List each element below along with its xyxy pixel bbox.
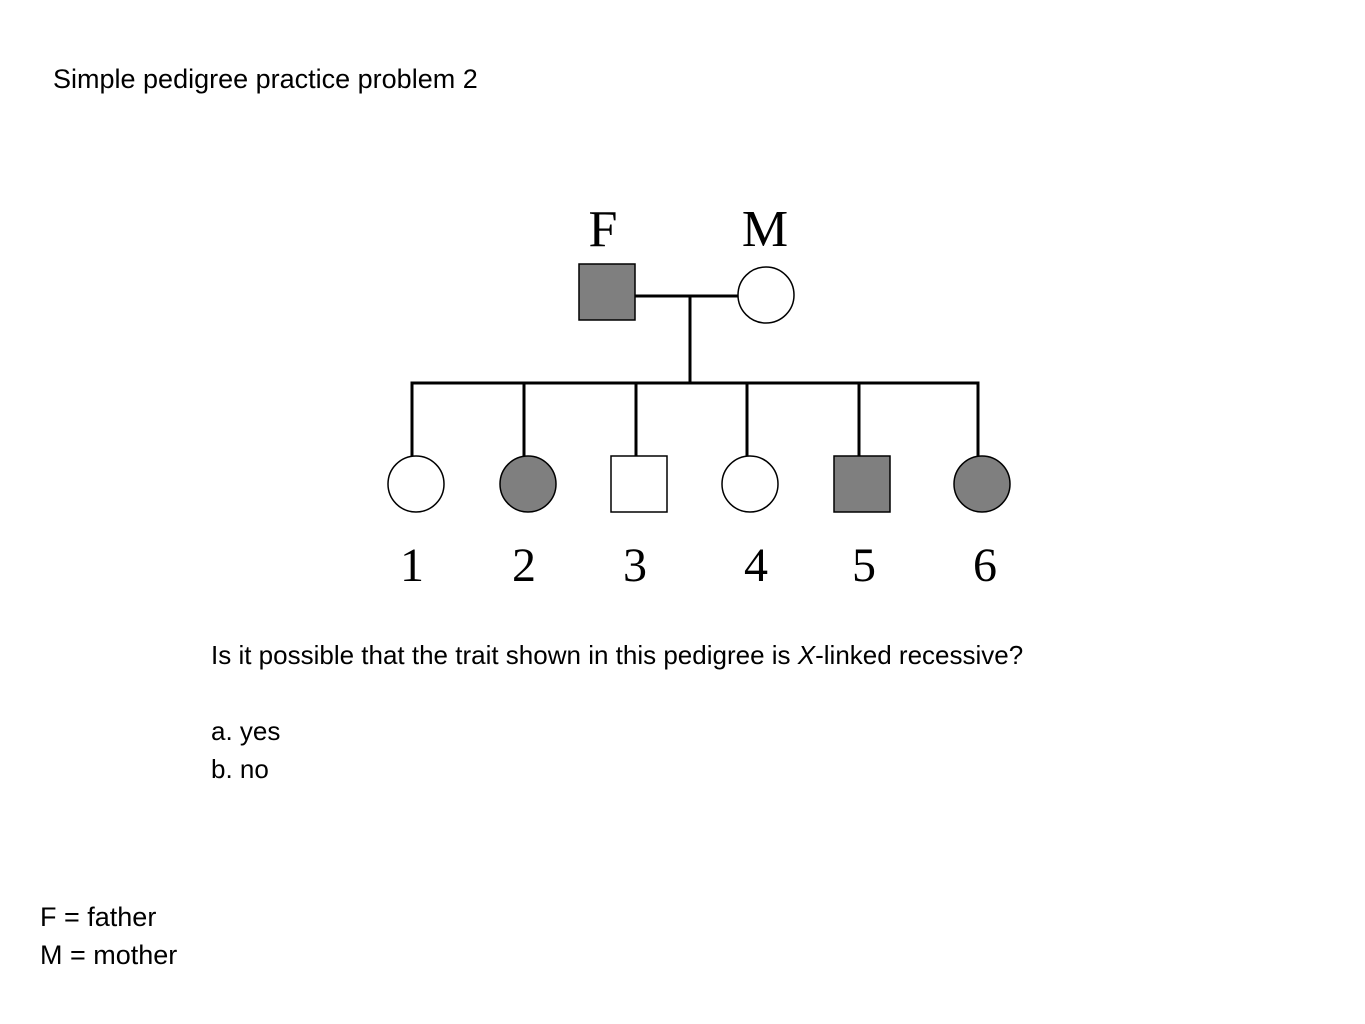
question-block: Is it possible that the trait shown in t… (211, 636, 1023, 788)
pedigree-lines (410, 294, 980, 458)
parent-label-F: F (589, 201, 618, 258)
parent-M-symbol (737, 266, 795, 324)
legend: F = father M = mother (40, 898, 177, 974)
child-6-symbol (953, 455, 1011, 513)
child-5-symbol (833, 455, 891, 513)
child-label-4: 4 (744, 539, 768, 592)
question-text: Is it possible that the trait shown in t… (211, 640, 1024, 670)
parent-label-M: M (742, 201, 788, 258)
pedigree-symbols (387, 263, 1011, 513)
child-label-1: 1 (400, 539, 424, 592)
child-2-symbol (499, 455, 557, 513)
child-label-3: 3 (623, 539, 647, 592)
child-1-symbol (387, 455, 445, 513)
child-label-6: 6 (973, 539, 997, 592)
child-3-symbol (610, 455, 668, 513)
pedigree-labels: F M 1 2 3 4 5 6 (400, 201, 997, 592)
child-4-symbol (721, 455, 779, 513)
parent-F-symbol (578, 263, 636, 321)
legend-mother: M = mother (40, 940, 178, 970)
option-b: b. no (211, 754, 269, 784)
child-label-5: 5 (852, 539, 876, 592)
legend-father: F = father (40, 902, 157, 932)
option-a: a. yes (211, 716, 281, 746)
page-title: Simple pedigree practice problem 2 (53, 64, 478, 94)
child-label-2: 2 (512, 539, 536, 592)
